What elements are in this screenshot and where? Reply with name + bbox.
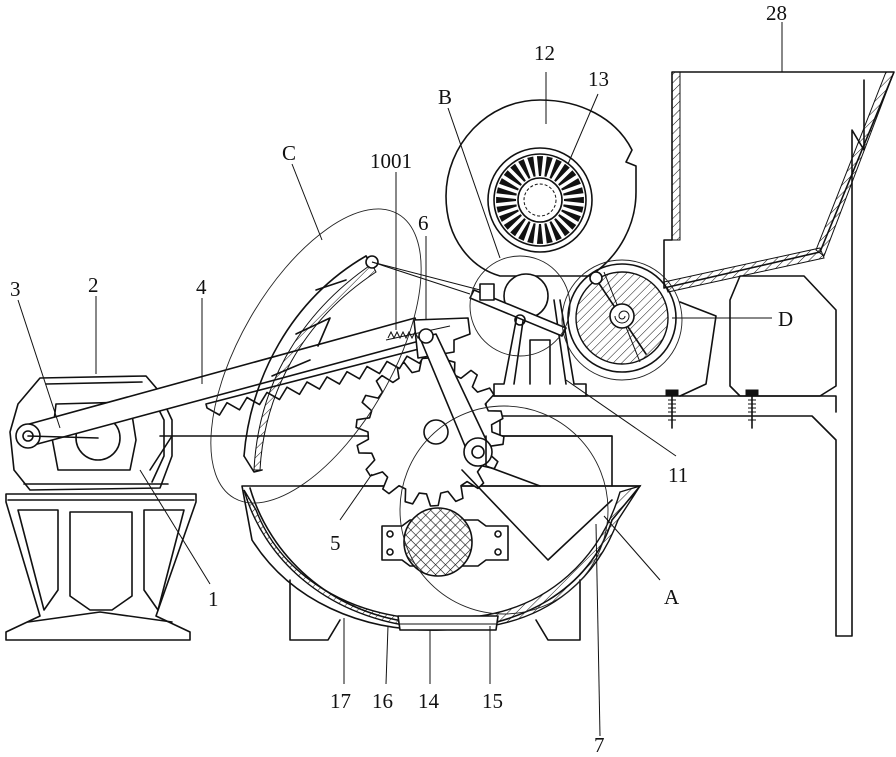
label-16: 16: [372, 689, 393, 713]
left-stand: [6, 494, 196, 640]
label-7: 7: [594, 733, 605, 757]
label-2: 2: [88, 273, 99, 297]
label-15: 15: [482, 689, 503, 713]
label-4: 4: [196, 275, 207, 299]
label-1: 1: [208, 587, 219, 611]
label-C: C: [282, 141, 296, 165]
label-5: 5: [330, 531, 341, 555]
fan-blade: [537, 224, 543, 244]
label-1001: 1001: [370, 149, 412, 173]
blower: [446, 100, 636, 276]
label-A: A: [664, 585, 680, 609]
label-14: 14: [418, 689, 440, 713]
label-D: D: [778, 307, 793, 331]
roller: [568, 264, 676, 372]
label-12: 12: [534, 41, 555, 65]
hopper: [664, 72, 894, 396]
fan-blade: [496, 197, 516, 203]
sieve-drum: [382, 508, 508, 576]
label-28: 28: [766, 1, 787, 25]
fan-blade: [537, 156, 543, 176]
frame-table: [150, 80, 864, 636]
label-3: 3: [10, 277, 21, 301]
label-6: 6: [418, 211, 429, 235]
label-11: 11: [668, 463, 688, 487]
label-B: B: [438, 85, 452, 109]
label-13: 13: [588, 67, 609, 91]
label-17: 17: [330, 689, 351, 713]
fan-blade: [564, 197, 584, 203]
